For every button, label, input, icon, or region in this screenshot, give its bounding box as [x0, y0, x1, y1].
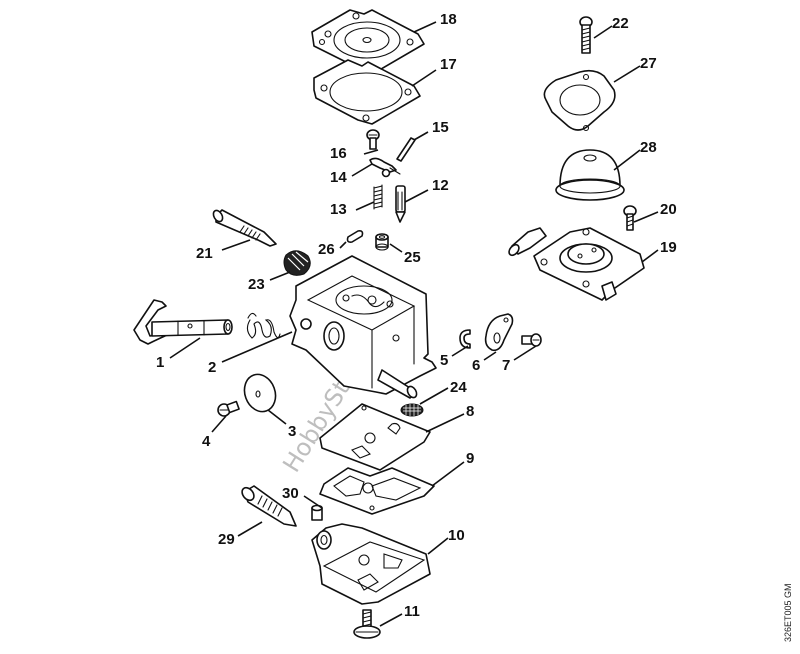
leader-lines — [169, 21, 659, 627]
part-1-throttle-shaft[interactable] — [133, 299, 233, 345]
callout-30[interactable]: 30 — [282, 485, 299, 502]
part-4-screw[interactable] — [217, 400, 240, 417]
part-11-screw[interactable] — [353, 609, 381, 639]
callout-6[interactable]: 6 — [472, 357, 480, 374]
callout-12[interactable]: 12 — [432, 177, 449, 194]
part-23-spring[interactable] — [283, 250, 311, 276]
callout-21[interactable]: 21 — [196, 245, 213, 262]
callout-8[interactable]: 8 — [466, 403, 474, 420]
callout-1[interactable]: 1 — [156, 354, 164, 371]
part-26-plug[interactable] — [346, 230, 364, 243]
part-19-primer-housing[interactable] — [507, 227, 645, 301]
part-3-choke-plate[interactable] — [239, 370, 280, 416]
part-17-gasket[interactable] — [313, 59, 421, 125]
part-6-throttle-lever[interactable] — [484, 313, 514, 352]
callout-5[interactable]: 5 — [440, 352, 448, 369]
callout-labels: 18 17 16 15 14 13 12 26 25 21 23 1 2 3 4… — [156, 11, 677, 620]
callout-10[interactable]: 10 — [448, 527, 465, 544]
part-20-screw[interactable] — [623, 205, 637, 231]
part-7-screw[interactable] — [521, 333, 542, 347]
callout-19[interactable]: 19 — [660, 239, 677, 256]
part-28-primer-bulb[interactable] — [555, 149, 625, 201]
callout-23[interactable]: 23 — [248, 276, 265, 293]
part-16-screw[interactable] — [366, 129, 380, 150]
callout-20[interactable]: 20 — [660, 201, 677, 218]
part-12-needle[interactable] — [395, 185, 406, 223]
part-29-adjusting-screw[interactable] — [240, 485, 297, 527]
part-13-spring[interactable] — [373, 184, 383, 210]
part-25-sleeve[interactable] — [375, 233, 389, 251]
callout-16[interactable]: 16 — [330, 145, 347, 162]
part-22-screw[interactable] — [579, 16, 593, 54]
part-9-pump-gasket[interactable] — [319, 467, 435, 515]
callout-4[interactable]: 4 — [202, 433, 211, 450]
callout-29[interactable]: 29 — [218, 531, 235, 548]
callout-7[interactable]: 7 — [502, 357, 510, 374]
callout-22[interactable]: 22 — [612, 15, 629, 32]
callout-24[interactable]: 24 — [450, 379, 467, 396]
callout-27[interactable]: 27 — [640, 55, 657, 72]
part-5-e-clip[interactable] — [459, 329, 471, 349]
part-24-strainer[interactable] — [400, 403, 424, 417]
part-18-diaphragm[interactable] — [311, 9, 425, 73]
callout-17[interactable]: 17 — [440, 56, 457, 73]
carburetor-body[interactable] — [289, 255, 437, 399]
reference-code: 326ET005 GM — [783, 583, 793, 642]
callout-26[interactable]: 26 — [318, 241, 335, 258]
part-27-flange-gasket[interactable] — [543, 69, 616, 132]
part-14-lever[interactable] — [369, 157, 401, 178]
callout-13[interactable]: 13 — [330, 201, 347, 218]
callout-9[interactable]: 9 — [466, 450, 474, 467]
callout-28[interactable]: 28 — [640, 139, 657, 156]
part-10-end-cover[interactable] — [311, 523, 431, 605]
callout-18[interactable]: 18 — [440, 11, 457, 28]
part-15-pin[interactable] — [396, 137, 416, 162]
callout-15[interactable]: 15 — [432, 119, 449, 136]
part-2-torsion-spring[interactable] — [246, 312, 281, 339]
callout-2[interactable]: 2 — [208, 359, 216, 376]
part-8-metering-gasket[interactable] — [319, 403, 431, 471]
callout-25[interactable]: 25 — [404, 249, 421, 266]
callout-14[interactable]: 14 — [330, 169, 347, 186]
callout-3[interactable]: 3 — [288, 423, 296, 440]
callout-11[interactable]: 11 — [404, 603, 420, 620]
part-21-adjusting-screw[interactable] — [212, 209, 277, 247]
